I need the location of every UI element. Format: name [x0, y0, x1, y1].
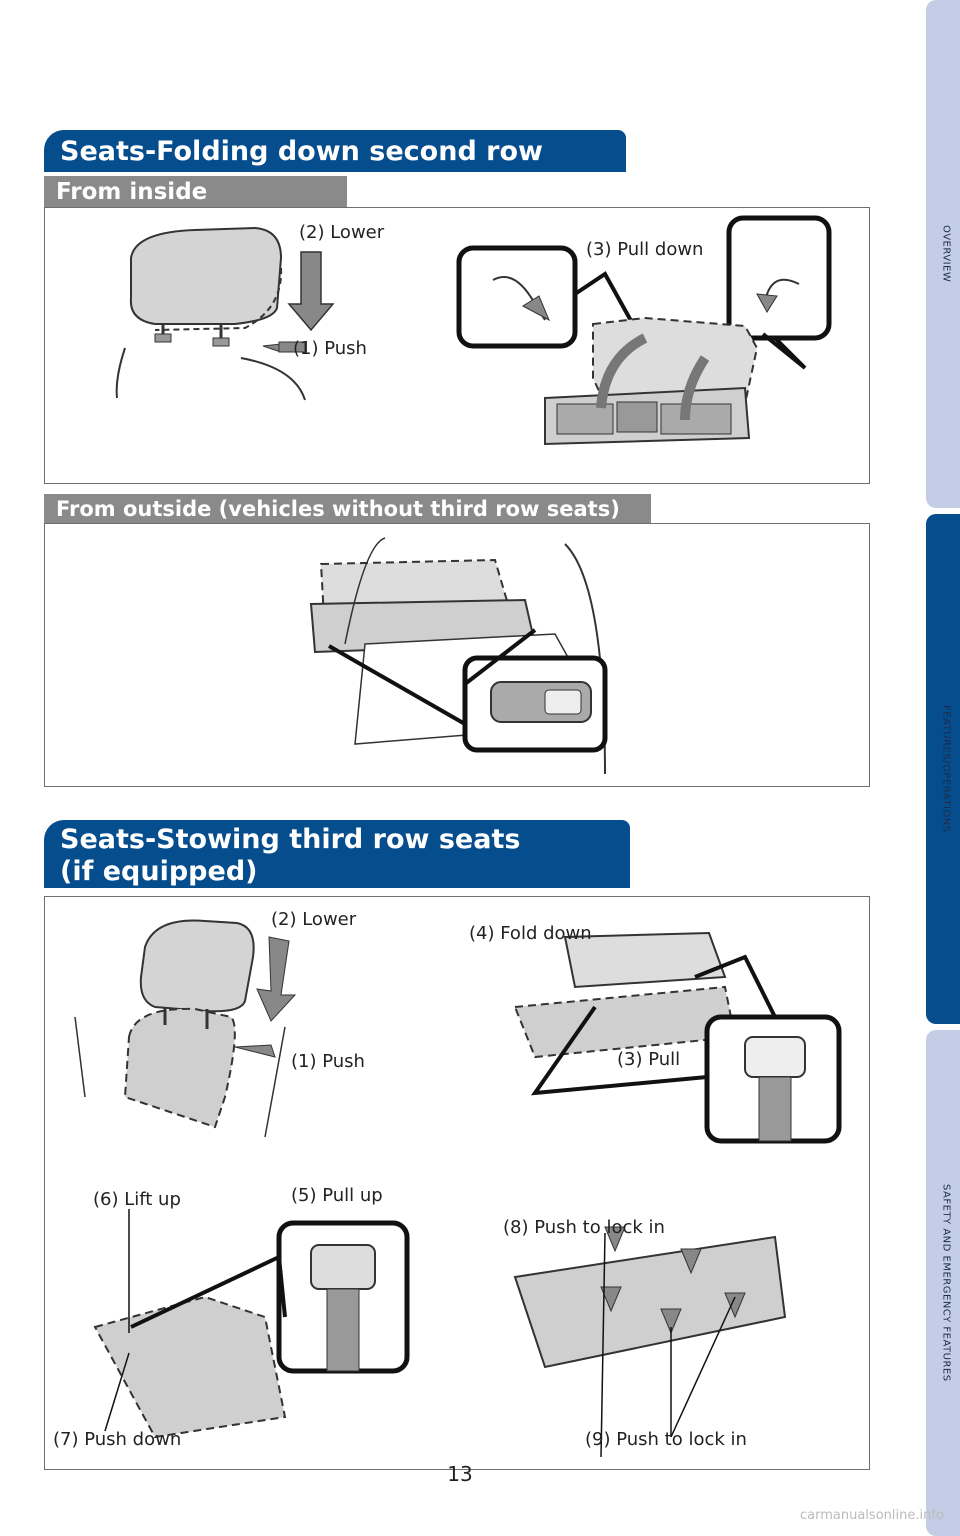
side-tab-safety[interactable]: SAFETY AND EMERGENCY FEATURES	[926, 1030, 960, 1536]
side-tab-features-label: FEATURES/OPERATIONS	[940, 705, 952, 833]
from-outside-panel	[44, 523, 870, 787]
side-tab-overview-label: OVERVIEW	[940, 225, 952, 283]
label-lower-2: (2) Lower	[299, 222, 385, 243]
label-fold-down-4: (4) Fold down	[469, 923, 592, 944]
label-pull-down-3: (3) Pull down	[586, 239, 704, 260]
from-inside-panel: (2) Lower (1) Push (3) Pull down	[44, 207, 870, 484]
side-tab-overview[interactable]: OVERVIEW	[926, 0, 960, 508]
label-push-down-7: (7) Push down	[53, 1429, 182, 1450]
stowing-illustration	[74, 919, 842, 1458]
side-tab-features-operations[interactable]: FEATURES/OPERATIONS	[926, 514, 960, 1024]
page-number: 13	[447, 1462, 473, 1486]
label-push-to-lock-8: (8) Push to lock in	[503, 1217, 665, 1238]
label-lower-2b: (2) Lower	[271, 909, 357, 930]
section2-title: Seats-Stowing third row seats (if equipp…	[44, 820, 630, 888]
label-push-1: (1) Push	[293, 338, 367, 359]
label-lift-up-6: (6) Lift up	[93, 1189, 181, 1210]
label-pull-3: (3) Pull	[617, 1049, 681, 1070]
from-outside-heading: From outside (vehicles without third row…	[44, 494, 651, 524]
label-push-1b: (1) Push	[291, 1051, 365, 1072]
side-tab-safety-label: SAFETY AND EMERGENCY FEATURES	[940, 1184, 952, 1382]
stowing-panel: (2) Lower (1) Push (4) Fold down (3) Pul…	[44, 896, 870, 1470]
watermark: carmanualsonline.info	[800, 1508, 944, 1523]
from-inside-heading: From inside	[44, 176, 347, 208]
label-pull-up-5: (5) Pull up	[291, 1185, 383, 1206]
section1-title: Seats-Folding down second row seats	[44, 130, 626, 211]
from-inside-illustration	[115, 215, 832, 446]
label-push-to-lock-9: (9) Push to lock in	[585, 1429, 747, 1450]
from-outside-illustration	[309, 537, 608, 775]
